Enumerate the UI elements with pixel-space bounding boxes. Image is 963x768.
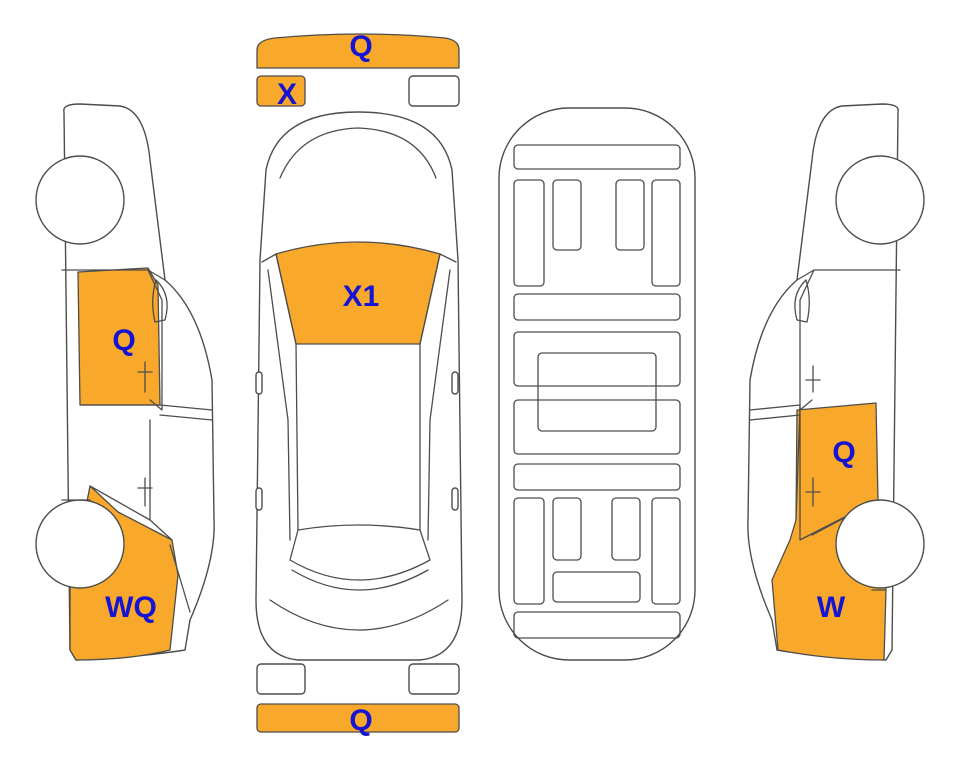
windshield-label: X1 <box>343 280 380 313</box>
underbody-view <box>498 107 696 661</box>
rear-parts <box>256 663 460 733</box>
underbody-outline <box>498 107 696 661</box>
front-parts <box>256 33 460 107</box>
rear-bumper-panel[interactable] <box>256 703 460 733</box>
right-front-wheel-icon <box>835 155 925 245</box>
top-view <box>255 111 463 661</box>
top-car-body <box>255 111 463 661</box>
rear-left-light-panel[interactable] <box>256 663 306 695</box>
rear-bumper-label: Q <box>349 704 372 737</box>
damage-labels: Q X X1 Q Q WQ Q W <box>105 30 856 737</box>
left-front-wheel-icon <box>35 155 125 245</box>
left-rear-fender-label: WQ <box>105 591 157 624</box>
left-front-door-label: Q <box>112 324 135 357</box>
left-front-door-panel[interactable] <box>77 267 161 406</box>
front-bumper-panel[interactable] <box>256 33 460 69</box>
right-rear-fender-panel[interactable] <box>771 405 887 661</box>
front-bumper-label: Q <box>349 30 372 63</box>
left-side-view <box>35 103 215 661</box>
right-side-view <box>747 103 925 661</box>
right-front-door-label: Q <box>832 436 855 469</box>
rear-right-light-panel[interactable] <box>408 663 460 695</box>
front-left-light-label: X <box>277 78 297 111</box>
left-rear-wheel-icon <box>35 499 125 589</box>
front-left-light-panel[interactable] <box>256 75 306 107</box>
front-right-light-panel[interactable] <box>408 75 460 107</box>
right-rear-fender-label: W <box>817 591 846 624</box>
right-rear-wheel-icon <box>835 499 925 589</box>
